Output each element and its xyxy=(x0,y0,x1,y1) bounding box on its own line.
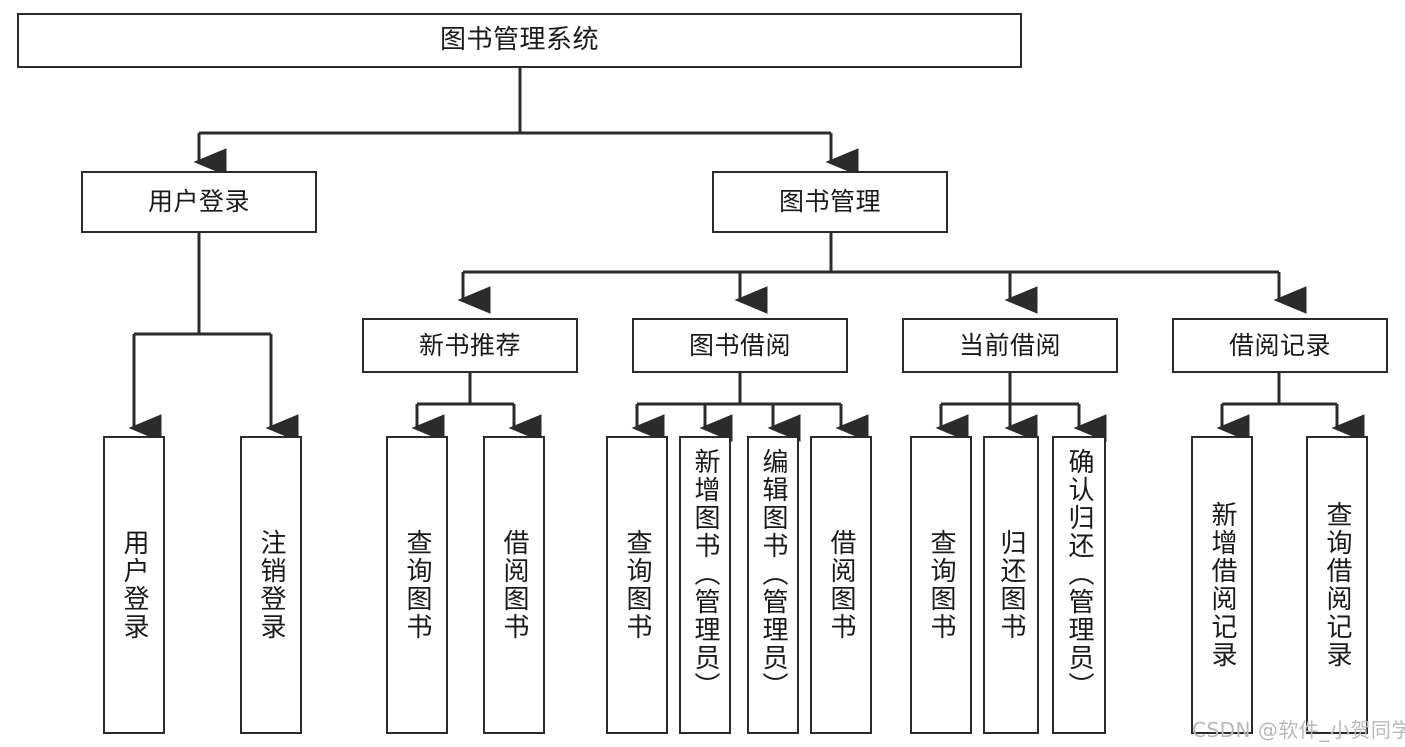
node-label: 查询借阅记录 xyxy=(1322,501,1352,669)
leaf-new-book-borrow[interactable]: 借阅图书 xyxy=(483,436,545,734)
node-user-login[interactable]: 用户登录 xyxy=(81,171,317,233)
node-label: 借阅记录 xyxy=(1228,330,1331,360)
node-label: 新增图书（管理员） xyxy=(690,448,720,700)
node-root-system[interactable]: 图书管理系统 xyxy=(17,13,1022,68)
node-label: 当前借阅 xyxy=(958,330,1061,360)
node-label: 查询图书 xyxy=(926,529,956,641)
node-label: 确认归还（管理员） xyxy=(1064,448,1094,700)
node-label: 归还图书 xyxy=(996,529,1026,641)
node-borrow-record[interactable]: 借阅记录 xyxy=(1172,318,1388,373)
node-label: 注销登录 xyxy=(256,529,286,641)
node-label: 编辑图书（管理员） xyxy=(758,448,788,700)
leaf-current-borrow-confirm-admin[interactable]: 确认归还（管理员） xyxy=(1052,436,1106,734)
node-book-borrow[interactable]: 图书借阅 xyxy=(632,318,848,373)
watermark-text: CSDN @软件_小贺同学 xyxy=(1192,718,1405,742)
node-label: 图书管理 xyxy=(778,187,881,216)
leaf-borrow-record-query[interactable]: 查询借阅记录 xyxy=(1306,436,1368,734)
leaf-new-book-query[interactable]: 查询图书 xyxy=(386,436,448,734)
leaf-user-login-login[interactable]: 用户登录 xyxy=(103,436,165,734)
node-label: 用户登录 xyxy=(119,529,149,641)
node-label: 查询图书 xyxy=(402,529,432,641)
leaf-borrow-record-add[interactable]: 新增借阅记录 xyxy=(1191,436,1253,734)
node-book-management[interactable]: 图书管理 xyxy=(712,171,948,233)
node-label: 借阅图书 xyxy=(499,529,529,641)
leaf-user-login-logout[interactable]: 注销登录 xyxy=(240,436,302,734)
leaf-book-borrow-query[interactable]: 查询图书 xyxy=(606,436,668,734)
node-label: 新书推荐 xyxy=(418,330,521,360)
node-label: 用户登录 xyxy=(147,187,250,216)
leaf-current-borrow-return[interactable]: 归还图书 xyxy=(983,436,1039,734)
node-label: 图书借阅 xyxy=(688,330,791,360)
node-current-borrow[interactable]: 当前借阅 xyxy=(902,318,1118,373)
leaf-book-borrow-edit-admin[interactable]: 编辑图书（管理员） xyxy=(747,436,799,734)
leaf-current-borrow-query[interactable]: 查询图书 xyxy=(910,436,972,734)
leaf-book-borrow-add-admin[interactable]: 新增图书（管理员） xyxy=(679,436,731,734)
node-label: 查询图书 xyxy=(622,529,652,641)
node-label: 借阅图书 xyxy=(826,529,856,641)
node-label: 新增借阅记录 xyxy=(1207,501,1237,669)
node-label: 图书管理系统 xyxy=(439,24,599,55)
node-new-book-recommend[interactable]: 新书推荐 xyxy=(362,318,578,373)
leaf-book-borrow-borrow[interactable]: 借阅图书 xyxy=(810,436,872,734)
